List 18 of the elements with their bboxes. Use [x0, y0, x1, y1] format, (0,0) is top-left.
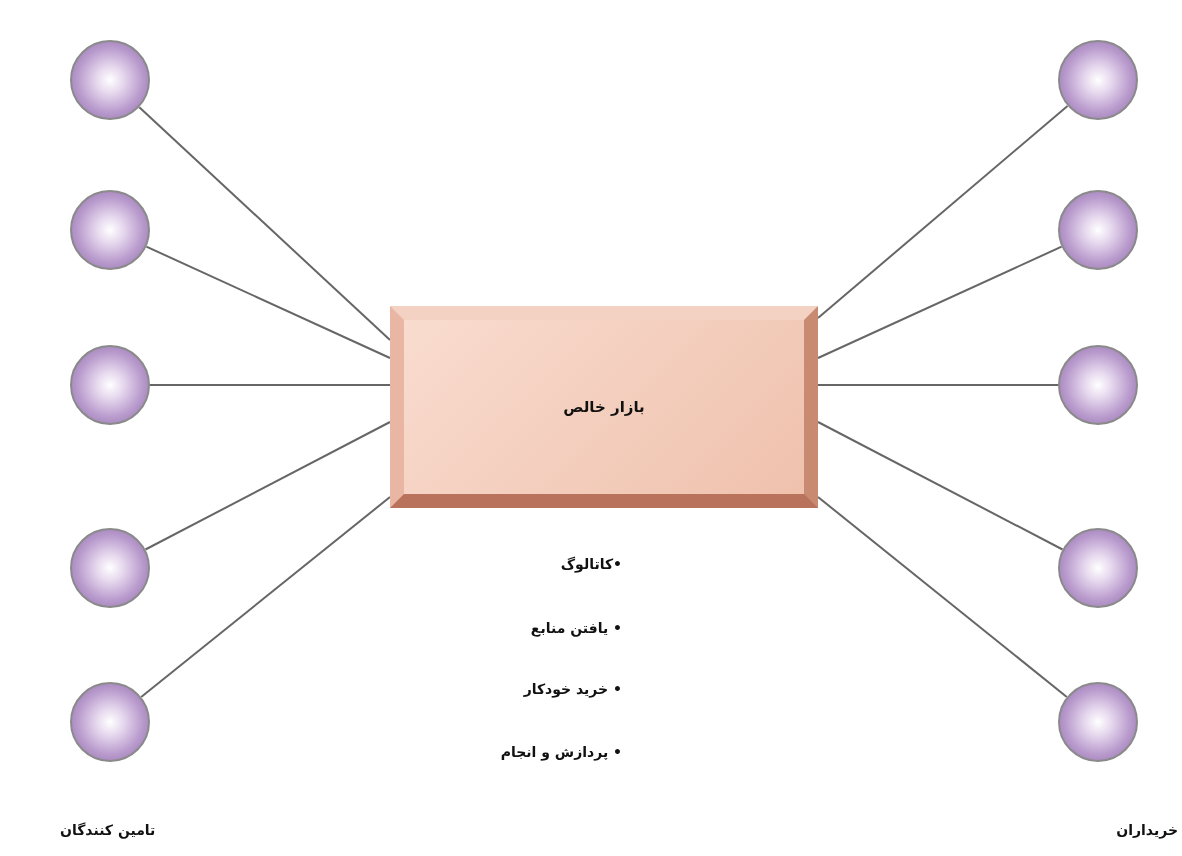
connector-line [140, 496, 391, 698]
bullet-item: • خرید خودکار [523, 681, 622, 697]
connector-line [144, 421, 391, 551]
connector-line [817, 384, 1059, 386]
connector-line [817, 421, 1064, 551]
box-title: بازار خالص [563, 398, 645, 416]
connector-line [145, 245, 391, 359]
connector-line [817, 496, 1068, 698]
connector-line [817, 245, 1063, 359]
group-label: تامین کنندگان [60, 822, 156, 838]
bullet-item: •کاتالوگ [560, 556, 622, 572]
bullet-item: • پردازش و انجام [500, 744, 622, 760]
connector-line [817, 104, 1069, 319]
group-label: خریداران [1116, 822, 1178, 838]
bullet-item: • یافتن منابع [530, 620, 622, 636]
connector-line [138, 106, 391, 341]
market-box [390, 306, 818, 508]
connector-line [149, 384, 391, 386]
